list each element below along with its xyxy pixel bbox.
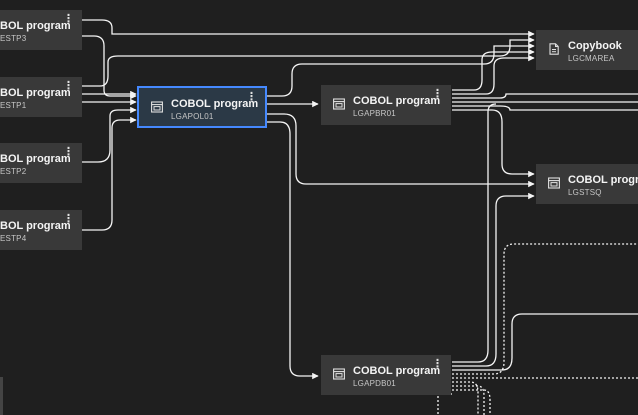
edge-dotted-top xyxy=(452,243,638,375)
node-title: COBOL program xyxy=(171,98,259,110)
node-title: COBOL program xyxy=(353,365,441,377)
node-subtitle: LGSTSQ xyxy=(568,188,602,197)
edge-lgapdb01-right xyxy=(452,313,638,371)
edge-lgapol01-lgapdb01 xyxy=(266,121,319,380)
node-subtitle: ESTP3 xyxy=(0,34,27,43)
node-title: Copybook xyxy=(568,40,622,52)
node-subtitle: ESTP2 xyxy=(0,167,27,176)
edge-dotted-down-c xyxy=(452,389,491,415)
node-title: COBOL program xyxy=(353,95,441,107)
node-lgapbr01[interactable]: COBOL program LGAPBR01 ⋮ xyxy=(321,85,451,125)
overflow-menu-icon[interactable]: ⋮ xyxy=(432,358,443,370)
node-title: BOL program xyxy=(0,20,71,32)
node-estp4[interactable]: BOL program ESTP4 ⋮ xyxy=(0,210,82,250)
node-subtitle: ESTP1 xyxy=(0,101,27,110)
edge-lgapol01-lgcmarea xyxy=(266,42,535,97)
node-title: COBOL program xyxy=(568,174,638,186)
program-icon xyxy=(548,177,560,189)
overflow-menu-icon[interactable]: ⋮ xyxy=(63,213,74,225)
overflow-menu-icon[interactable]: ⋮ xyxy=(63,13,74,25)
edge-dotted-down-d xyxy=(437,393,452,415)
overflow-menu-icon[interactable]: ⋮ xyxy=(432,88,443,100)
node-lgapol01[interactable]: COBOL program LGAPOL01 ⋮ xyxy=(137,86,267,128)
node-subtitle: LGAPOL01 xyxy=(171,112,214,121)
node-lgapdb01[interactable]: COBOL program LGAPDB01 ⋮ xyxy=(321,355,451,395)
node-estp1[interactable]: BOL program ESTP1 ⋮ xyxy=(0,77,82,117)
copybook-icon xyxy=(549,43,559,55)
node-subtitle: LGAPBR01 xyxy=(353,109,396,118)
edge-lgapbr01-lgcmarea-a xyxy=(452,48,535,91)
edge-dotted-down-a xyxy=(452,381,479,415)
overflow-menu-icon[interactable]: ⋮ xyxy=(63,80,74,92)
node-subtitle: LGCMAREA xyxy=(568,54,615,63)
node-subtitle: LGAPDB01 xyxy=(353,379,396,388)
edge-estp4-lgapol01 xyxy=(82,116,137,231)
canvas-edge-fragment xyxy=(0,377,3,415)
program-icon xyxy=(151,101,163,113)
node-title: BOL program xyxy=(0,220,71,232)
edge-estp2-lgapol01 xyxy=(82,106,137,163)
edge-estp3-lgapol01 xyxy=(82,35,137,100)
overflow-menu-icon[interactable]: ⋮ xyxy=(63,146,74,158)
node-subtitle: ESTP4 xyxy=(0,234,27,243)
node-lgcmarea[interactable]: Copybook LGCMAREA xyxy=(536,30,638,70)
node-title: BOL program xyxy=(0,153,71,165)
edge-lgapol01-lgstsq xyxy=(266,113,535,188)
program-icon xyxy=(333,368,345,380)
program-icon xyxy=(333,98,345,110)
edge-lgapdb01-lgstsq xyxy=(452,192,535,367)
edge-estp1-lgcmarea xyxy=(82,36,535,87)
edge-lgapbr01-right-c xyxy=(452,105,638,111)
overflow-menu-icon[interactable]: ⋮ xyxy=(246,91,257,103)
node-estp3[interactable]: BOL program ESTP3 ⋮ xyxy=(0,10,82,50)
node-estp2[interactable]: BOL program ESTP2 ⋮ xyxy=(0,143,82,183)
edge-lgapbr01-lgcmarea-b xyxy=(452,54,535,95)
node-lgstsq[interactable]: COBOL program LGSTSQ xyxy=(536,164,638,204)
edge-lgapbr01-lgstsq xyxy=(452,109,535,178)
edge-lgapbr01-right-a xyxy=(452,93,638,99)
node-title: BOL program xyxy=(0,87,71,99)
edge-lgapdb01-lgcmarea xyxy=(452,103,497,363)
edge-estp3-lgcmarea xyxy=(82,19,535,38)
